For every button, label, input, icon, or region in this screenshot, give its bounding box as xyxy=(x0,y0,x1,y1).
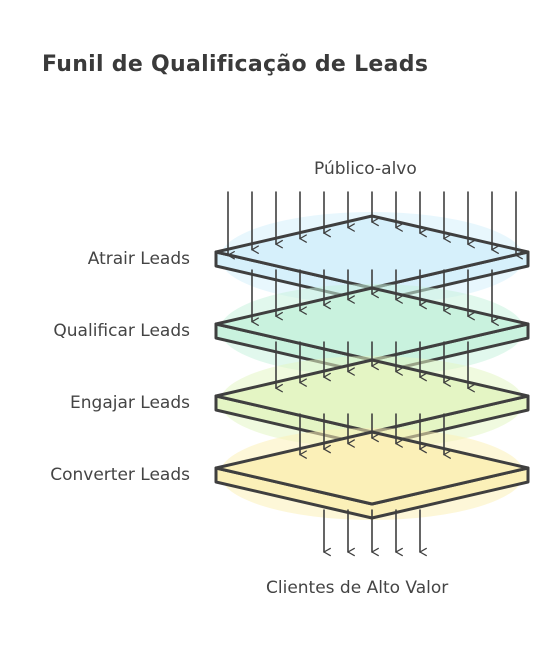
inflow-arrows-convert xyxy=(299,413,451,459)
stage-label-convert: Converter Leads xyxy=(50,465,190,485)
funnel-layer-convert xyxy=(214,428,530,520)
stage-label-attract: Atrair Leads xyxy=(87,249,190,269)
stage-label-engage: Engajar Leads xyxy=(70,393,190,413)
diagram-title: Funil de Qualificação de Leads xyxy=(42,52,429,77)
inflow-arrows-qualify xyxy=(251,269,499,326)
input-label: Público-alvo xyxy=(314,159,417,179)
output-arrows xyxy=(323,509,427,557)
inflow-arrows-attract xyxy=(227,191,523,260)
output-label: Clientes de Alto Valor xyxy=(266,578,449,598)
stage-label-qualify: Qualificar Leads xyxy=(53,321,190,341)
inflow-arrows-engage xyxy=(275,341,475,393)
